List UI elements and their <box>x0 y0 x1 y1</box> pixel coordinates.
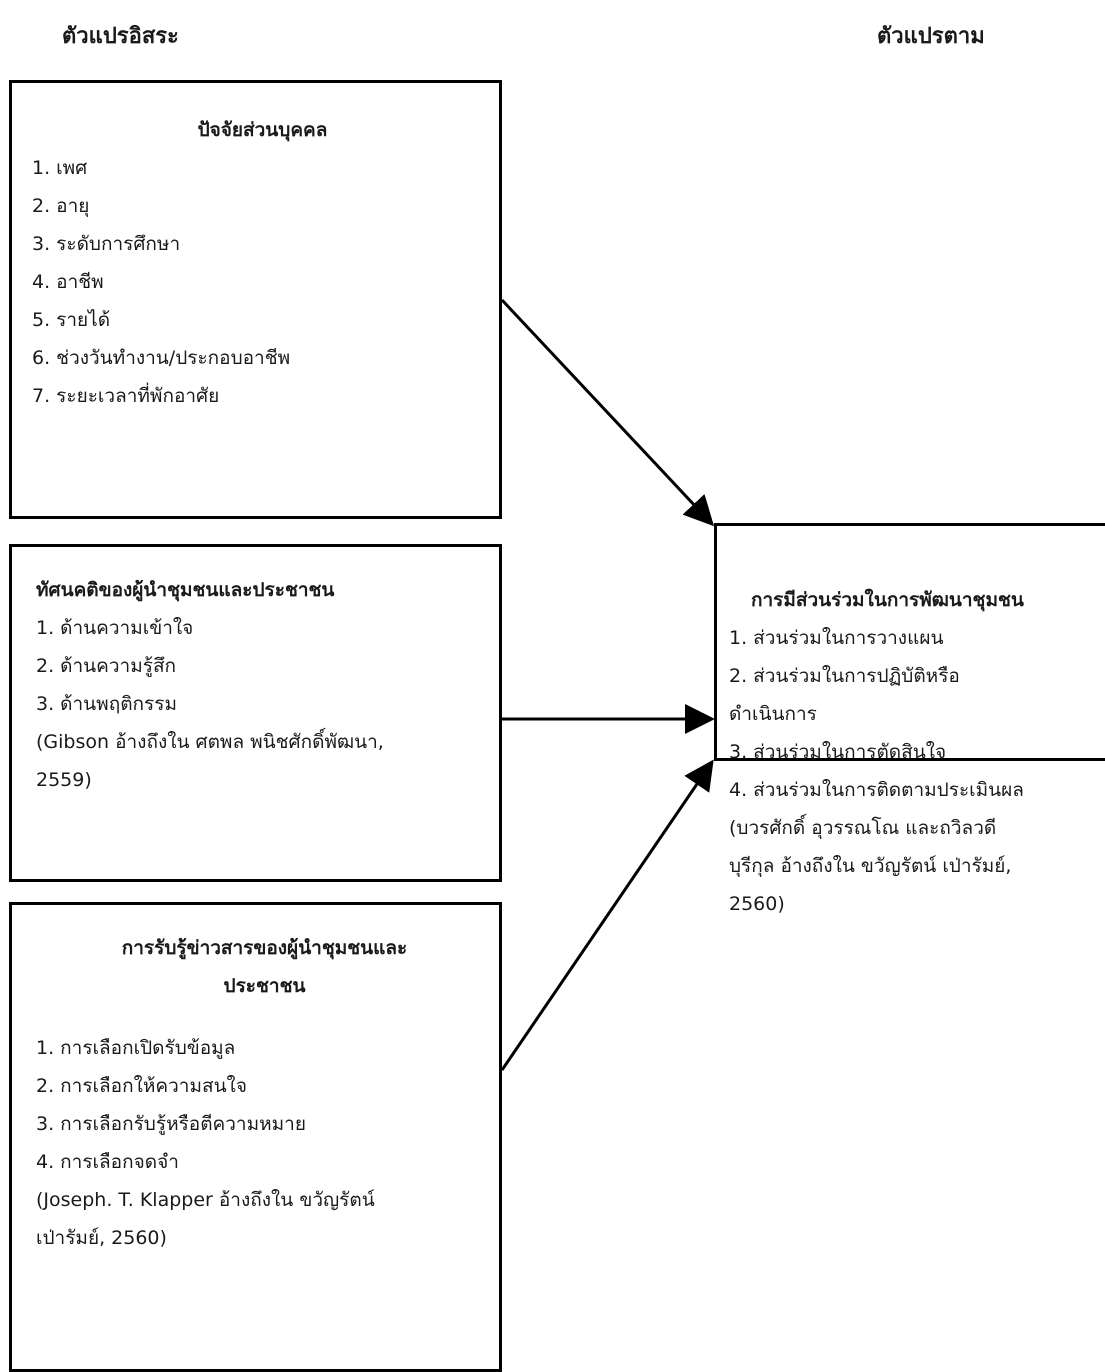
personal-factors-title: ปัจจัยส่วนบุคคล <box>197 119 328 141</box>
citation: 2560) <box>729 893 785 915</box>
list-item: 2. อายุ <box>32 195 90 217</box>
perception-box: การรับรู้ข่าวสารของผู้นำชุมชนและ ประชาชน… <box>9 902 502 1372</box>
citation: 2559) <box>36 769 92 791</box>
list-item: 4. ส่วนร่วมในการติดตามประเมินผล <box>729 779 1024 801</box>
personal-factors-box: ปัจจัยส่วนบุคคล 1. เพศ 2. อายุ 3. ระดับก… <box>9 80 502 519</box>
citation: เป่ารัมย์, 2560) <box>36 1227 167 1249</box>
list-item: 1. ด้านความเข้าใจ <box>36 617 194 639</box>
list-item: 2. ส่วนร่วมในการปฏิบัติหรือ <box>729 665 960 687</box>
list-item: 1. ส่วนร่วมในการวางแผน <box>729 627 944 649</box>
citation: (บวรศักดิ์ อุวรรณโณ และถวิลวดี <box>729 817 997 839</box>
arrow-personal-to-participation <box>500 298 715 527</box>
perception-title-line1: การรับรู้ข่าวสารของผู้นำชุมชนและ <box>121 937 408 959</box>
citation: (Joseph. T. Klapper อ้างถึงใน ขวัญรัตน์ <box>36 1189 375 1211</box>
list-item: 3. ด้านพฤติกรรม <box>36 693 177 715</box>
list-item: 3. ส่วนร่วมในการตัดสินใจ <box>729 741 947 763</box>
citation: (Gibson อ้างถึงใน ศตพล พนิชศักดิ์พัฒนา, <box>36 731 384 753</box>
list-item: 1. การเลือกเปิดรับข้อมูล <box>36 1037 236 1059</box>
list-item: 4. อาชีพ <box>32 271 104 293</box>
list-item: ดำเนินการ <box>729 703 817 725</box>
list-item: 6. ช่วงวันทำงาน/ประกอบอาชีพ <box>32 347 291 369</box>
attitude-box: ทัศนคติของผู้นำชุมชนและประชาชน 1. ด้านคว… <box>9 544 502 882</box>
list-item: 2. ด้านความรู้สึก <box>36 655 177 677</box>
participation-title: การมีส่วนร่วมในการพัฒนาชุมชน <box>751 589 1024 611</box>
list-item: 5. รายได้ <box>32 309 111 331</box>
independent-variables-heading: ตัวแปรอิสระ <box>62 24 179 49</box>
dependent-variables-heading: ตัวแปรตาม <box>877 24 985 49</box>
attitude-title: ทัศนคติของผู้นำชุมชนและประชาชน <box>36 579 335 601</box>
list-item: 1. เพศ <box>32 157 88 179</box>
list-item: 3. ระดับการศึกษา <box>32 233 181 255</box>
perception-title-line2: ประชาชน <box>223 975 306 997</box>
list-item: 2. การเลือกให้ความสนใจ <box>36 1075 247 1097</box>
list-item: 3. การเลือกรับรู้หรือตีความหมาย <box>36 1113 306 1135</box>
citation: บุรีกุล อ้างถึงใน ขวัญรัตน์ เป่ารัมย์, <box>729 855 1012 877</box>
list-item: 4. การเลือกจดจำ <box>36 1151 179 1173</box>
arrow-perception-to-participation <box>500 759 714 1071</box>
participation-box: การมีส่วนร่วมในการพัฒนาชุมชน 1. ส่วนร่วม… <box>714 523 1105 915</box>
list-item: 7. ระยะเวลาที่พักอาศัย <box>32 385 220 407</box>
